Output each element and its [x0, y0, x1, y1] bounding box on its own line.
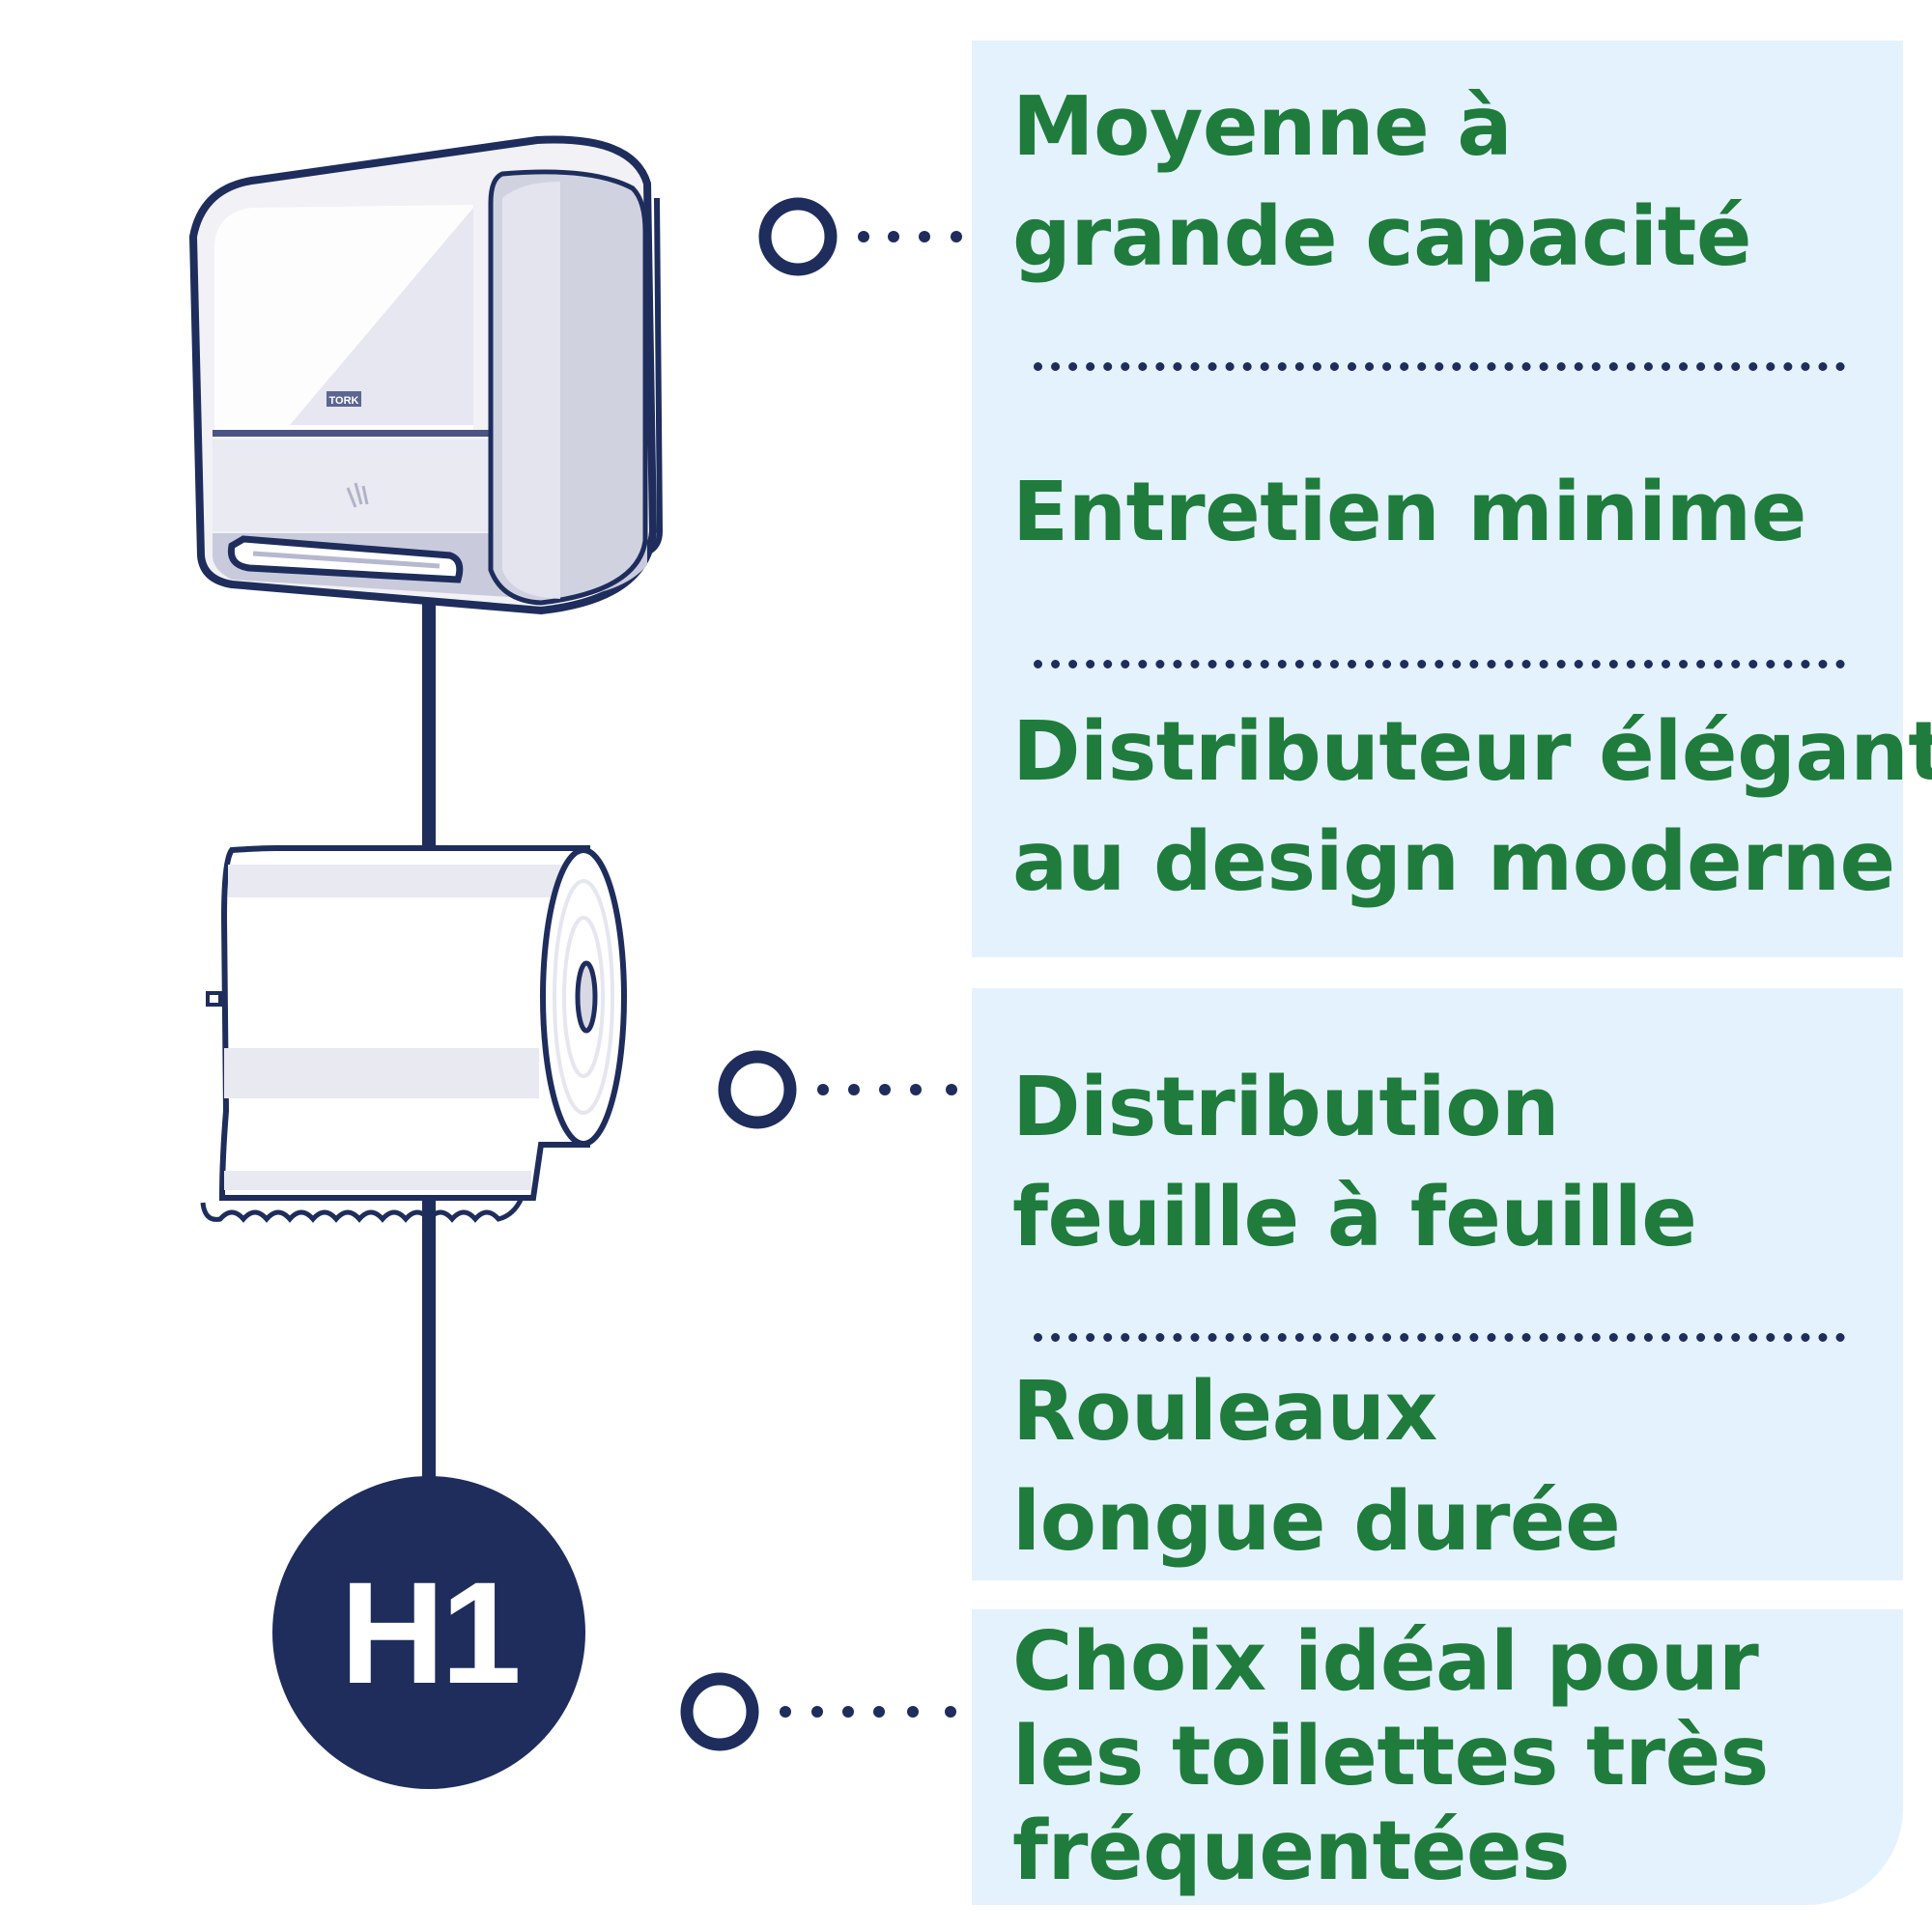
separator-dotted	[1034, 1333, 1845, 1342]
separator-dotted	[1034, 660, 1845, 668]
badge-label: H1	[340, 1550, 522, 1714]
feature-panel-3	[972, 1609, 1903, 1905]
connector-dot-icon	[680, 1672, 956, 1751]
feature-panel-1	[972, 41, 1903, 957]
connector-dot-icon	[718, 1050, 957, 1129]
touchless-hand-icon	[346, 482, 369, 508]
brand-tag	[327, 391, 361, 407]
feature-maintenance: Entretien minime	[1012, 465, 1806, 560]
feature-capacity: Moyenne à grande capacité	[1012, 79, 1751, 285]
h1-badge: H1	[272, 1476, 585, 1789]
feature-panel-2	[972, 988, 1903, 1580]
connector-dot-icon	[758, 197, 962, 276]
dispenser-icon: TORK	[188, 135, 664, 615]
paper-roll-icon	[200, 845, 627, 1223]
feature-ideal-choice: Choix idéal pour les toilettes très fréq…	[1012, 1614, 1769, 1899]
feature-rolls: Rouleaux longue durée	[1012, 1364, 1621, 1570]
feature-design: Distributeur élégant au design moderne	[1012, 704, 1932, 910]
separator-dotted	[1034, 362, 1845, 371]
feature-distribution: Distribution feuille à feuille	[1012, 1060, 1697, 1265]
svg-text:TORK: TORK	[329, 395, 359, 407]
